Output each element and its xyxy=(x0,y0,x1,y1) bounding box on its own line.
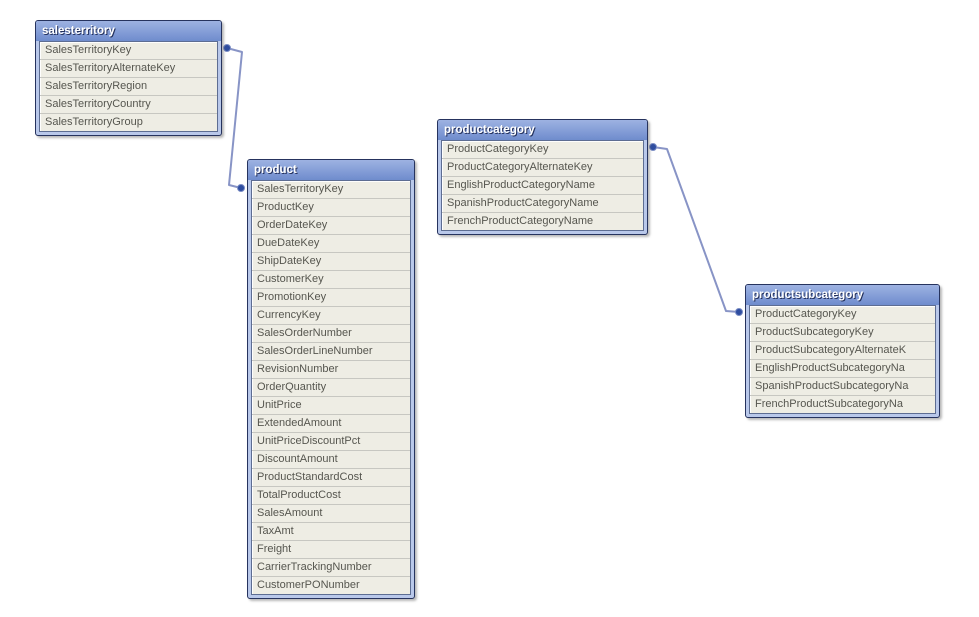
field-row[interactable]: UnitPriceDiscountPct xyxy=(252,433,410,451)
field-row[interactable]: SpanishProductCategoryName xyxy=(442,195,643,213)
field-row[interactable]: RevisionNumber xyxy=(252,361,410,379)
field-row[interactable]: CarrierTrackingNumber xyxy=(252,559,410,577)
field-row[interactable]: PromotionKey xyxy=(252,289,410,307)
field-row[interactable]: ProductSubcategoryAlternateK xyxy=(750,342,935,360)
field-row[interactable]: Freight xyxy=(252,541,410,559)
field-row[interactable]: SalesTerritoryCountry xyxy=(40,96,217,114)
field-row[interactable]: CurrencyKey xyxy=(252,307,410,325)
field-row[interactable]: ProductSubcategoryKey xyxy=(750,324,935,342)
field-row[interactable]: DueDateKey xyxy=(252,235,410,253)
field-row[interactable]: EnglishProductSubcategoryNa xyxy=(750,360,935,378)
connector-endpoint-dot xyxy=(735,308,743,316)
field-row[interactable]: FrenchProductCategoryName xyxy=(447,215,594,227)
field-row[interactable]: SalesAmount xyxy=(252,505,410,523)
connector-productcategory-productsubcategory xyxy=(649,143,743,316)
field-row[interactable]: SalesTerritoryKey xyxy=(252,181,410,199)
connector-endpoint-dot xyxy=(223,44,231,52)
field-row[interactable]: ProductCategoryAlternateKey xyxy=(442,159,643,177)
field-row[interactable]: TotalProductCost xyxy=(252,487,410,505)
field-row[interactable]: SalesTerritoryGroup xyxy=(45,116,143,128)
field-row[interactable]: FrenchProductSubcategoryNa xyxy=(755,398,903,410)
field-row[interactable]: ProductKey xyxy=(252,199,410,217)
connector-line xyxy=(226,47,243,189)
field-row[interactable]: CustomerPONumber xyxy=(257,579,360,591)
field-row[interactable]: CustomerKey xyxy=(252,271,410,289)
connector-line xyxy=(652,146,740,313)
table-product-title[interactable]: product xyxy=(248,160,414,180)
field-row[interactable]: ProductCategoryKey xyxy=(750,306,935,324)
table-productsubcategory-title[interactable]: productsubcategory xyxy=(746,285,939,305)
connector-salesterritory-product xyxy=(223,44,245,192)
field-row[interactable]: SalesOrderNumber xyxy=(252,325,410,343)
field-row[interactable]: ExtendedAmount xyxy=(252,415,410,433)
field-row[interactable]: SalesOrderLineNumber xyxy=(252,343,410,361)
field-row[interactable]: SalesTerritoryAlternateKey xyxy=(40,60,217,78)
table-salesterritory-title[interactable]: salesterritory xyxy=(36,21,221,41)
field-row[interactable]: ProductStandardCost xyxy=(252,469,410,487)
field-row[interactable]: SalesTerritoryRegion xyxy=(40,78,217,96)
field-row[interactable]: ShipDateKey xyxy=(252,253,410,271)
connector-endpoint-dot xyxy=(649,143,657,151)
field-row[interactable]: OrderDateKey xyxy=(252,217,410,235)
connector-endpoint-dot xyxy=(237,184,245,192)
field-row[interactable]: TaxAmt xyxy=(252,523,410,541)
field-row[interactable]: ProductCategoryKey xyxy=(442,141,643,159)
field-row[interactable]: DiscountAmount xyxy=(252,451,410,469)
field-row[interactable]: OrderQuantity xyxy=(252,379,410,397)
field-row[interactable]: UnitPrice xyxy=(252,397,410,415)
field-row[interactable]: EnglishProductCategoryName xyxy=(442,177,643,195)
field-row[interactable]: SalesTerritoryKey xyxy=(40,42,217,60)
field-row[interactable]: SpanishProductSubcategoryNa xyxy=(750,378,935,396)
table-productcategory-title[interactable]: productcategory xyxy=(438,120,647,140)
